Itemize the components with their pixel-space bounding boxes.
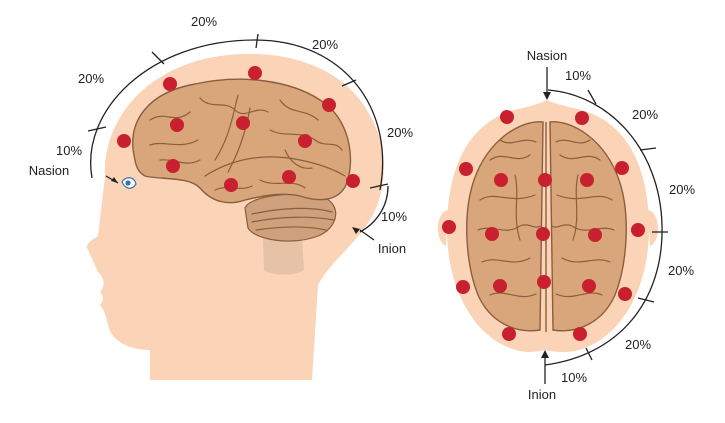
electrode — [588, 228, 602, 242]
top-seg-2-label: 20% — [669, 182, 695, 197]
arrowhead-icon — [111, 177, 118, 183]
electrode — [538, 173, 552, 187]
electrode — [580, 173, 594, 187]
electrode — [575, 111, 589, 125]
electrode — [615, 161, 629, 175]
electrode — [582, 279, 596, 293]
iris-icon — [125, 180, 131, 186]
electrode — [163, 77, 177, 91]
top-inion-label: Inion — [528, 387, 556, 402]
side-seg-1-label: 20% — [191, 14, 217, 29]
electrode — [618, 287, 632, 301]
top-electrodes — [442, 110, 645, 341]
electrode — [537, 275, 551, 289]
top-seg-1-label: 20% — [632, 107, 658, 122]
electrode — [117, 134, 131, 148]
electrode — [631, 223, 645, 237]
side-electrodes — [117, 66, 360, 192]
side-seg-nasion-label: 10% — [56, 143, 82, 158]
side-nasion-label: Nasion — [29, 163, 69, 178]
electrode — [224, 178, 238, 192]
electrode — [573, 327, 587, 341]
side-seg-inion-label: 10% — [381, 209, 407, 224]
electrode — [282, 170, 296, 184]
electrode — [170, 118, 184, 132]
arrowhead-icon — [543, 92, 551, 100]
electrode — [494, 173, 508, 187]
side-seg-2-label: 20% — [312, 37, 338, 52]
electrode — [500, 110, 514, 124]
side-seg-4-label: 20% — [387, 125, 413, 140]
top-nasion-label: Nasion — [527, 48, 567, 63]
arrowhead-icon — [541, 350, 549, 358]
electrode — [493, 279, 507, 293]
electrode — [166, 159, 180, 173]
top-seg-3-label: 20% — [668, 263, 694, 278]
top-brain-right — [549, 121, 627, 332]
side-measure-arc — [90, 39, 384, 191]
electrode — [456, 280, 470, 294]
top-view: Nasion 10% 20% 20% 20% 20% 10% Inion — [437, 48, 695, 402]
electrode — [248, 66, 262, 80]
top-measure-arc — [544, 89, 663, 366]
electrode — [298, 134, 312, 148]
arrowhead-icon — [352, 227, 360, 234]
electrode — [442, 220, 456, 234]
electrode — [485, 227, 499, 241]
top-seg-4-label: 20% — [625, 337, 651, 352]
electrode — [502, 327, 516, 341]
top-seg-inion-label: 10% — [561, 370, 587, 385]
side-seg-3-label: 20% — [78, 71, 104, 86]
electrode — [322, 98, 336, 112]
side-view: 20% 20% 20% 20% 10% 10% Nasion Inion — [29, 14, 413, 380]
top-seg-nasion-label: 10% — [565, 68, 591, 83]
side-inion-label: Inion — [378, 241, 406, 256]
electrode — [346, 174, 360, 188]
right-ear — [648, 210, 659, 246]
electrode — [236, 116, 250, 130]
electrode — [459, 162, 473, 176]
top-brain-left — [466, 121, 544, 332]
electrode — [536, 227, 550, 241]
